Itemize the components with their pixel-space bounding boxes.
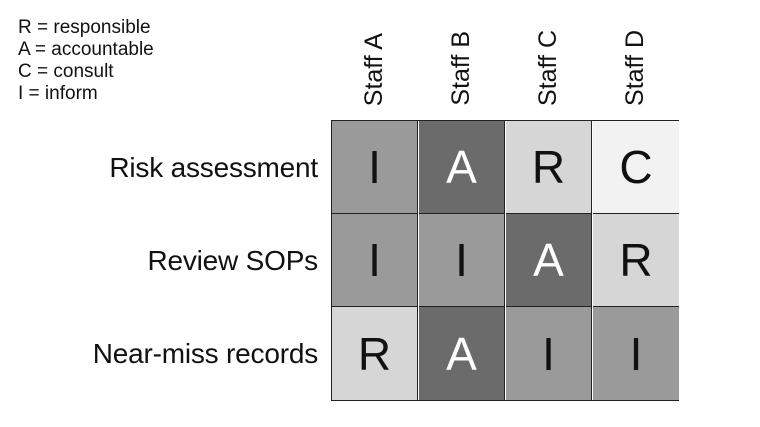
legend-item-consult: C = consult xyxy=(18,61,114,82)
legend-item-accountable: A = accountable xyxy=(18,39,154,60)
matrix-cell: A xyxy=(506,214,592,307)
row-label-risk-assessment: Risk assessment xyxy=(109,151,318,183)
column-header-staff-a: Staff A xyxy=(331,18,417,106)
raci-matrix: I A R C I I A R R A I I xyxy=(331,120,679,401)
row-label-review-sops: Review SOPs xyxy=(147,244,318,276)
column-header-label: Staff B xyxy=(447,31,475,106)
matrix-cell: A xyxy=(419,121,505,214)
matrix-cell: I xyxy=(419,214,505,307)
column-header-label: Staff A xyxy=(360,32,388,106)
legend-item-inform: I = inform xyxy=(18,83,98,104)
matrix-cell: R xyxy=(506,121,592,214)
column-header-staff-d: Staff D xyxy=(592,18,678,106)
column-header-label: Staff D xyxy=(621,30,649,106)
matrix-cell: I xyxy=(506,307,592,400)
legend-item-responsible: R = responsible xyxy=(18,17,151,38)
matrix-cell: I xyxy=(332,214,418,307)
matrix-cell: C xyxy=(593,121,679,214)
matrix-cell: R xyxy=(332,307,418,400)
matrix-cell: R xyxy=(593,214,679,307)
legend: R = responsible A = accountable C = cons… xyxy=(18,17,154,105)
column-header-staff-b: Staff B xyxy=(418,18,504,106)
column-header-label: Staff C xyxy=(534,30,562,106)
matrix-cell: A xyxy=(419,307,505,400)
row-label-near-miss-records: Near-miss records xyxy=(92,337,319,369)
column-header-staff-c: Staff C xyxy=(505,18,591,106)
matrix-cell: I xyxy=(593,307,679,400)
matrix-cell: I xyxy=(332,121,418,214)
